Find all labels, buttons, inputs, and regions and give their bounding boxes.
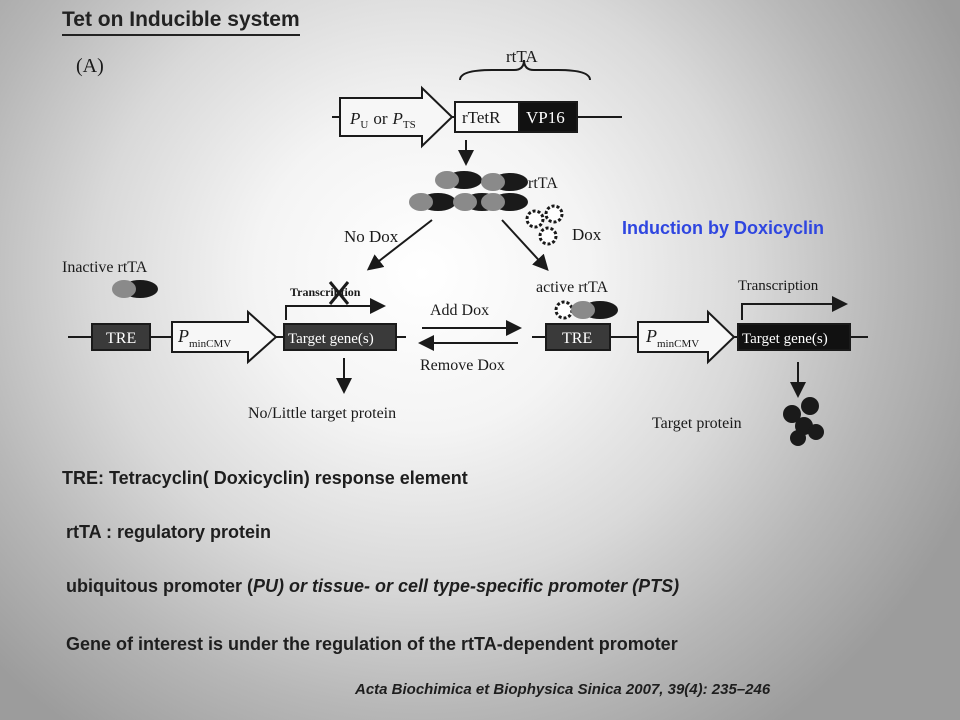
right-pmincmv-sub: minCMV: [657, 338, 699, 350]
definition-promoter: ubiquitous promoter (PU) or tissue- or c…: [66, 576, 679, 597]
right-transcription-label: Transcription: [738, 278, 819, 294]
remove-dox-label: Remove Dox: [420, 357, 505, 374]
target-protein-icon: [783, 397, 824, 446]
rtetr-label: rTetR: [462, 108, 501, 127]
left-tre-box: [91, 323, 151, 351]
induction-note: Induction by Doxicyclin: [622, 218, 825, 238]
promoter-p2-letter: P: [392, 109, 403, 128]
citation: Acta Biochimica et Biophysica Sinica 200…: [355, 681, 771, 698]
page-title: Tet on Inducible system: [62, 8, 300, 36]
dox-arrow: [501, 219, 549, 271]
definition-gene: Gene of interest is under the regulation…: [66, 634, 678, 654]
transcription-blocked-icon: [328, 281, 350, 305]
definition-promoter-pts: PTS: [638, 576, 674, 596]
left-target-label: Target gene(s): [288, 331, 374, 347]
vp16-box: [518, 101, 578, 133]
promoter-or-text: or: [373, 109, 388, 128]
right-pmincmv-arrow: [637, 309, 736, 365]
rtta-cluster-label: rtTA: [528, 175, 558, 192]
left-target-box: [283, 323, 397, 351]
active-rtta-label: active rtTA: [536, 279, 608, 296]
inactive-rtta-label: Inactive rtTA: [62, 259, 148, 276]
promoter-ts-sub: TS: [403, 119, 416, 131]
right-target-label: Target gene(s): [742, 331, 828, 347]
target-protein-label: Target protein: [652, 415, 742, 432]
right-pmincmv-label: PminCMV: [645, 326, 699, 350]
left-pmincmv-arrow: [171, 309, 278, 365]
definition-promoter-prefix: ubiquitous promoter (: [66, 576, 253, 596]
definition-rtta: rtTA : regulatory protein: [66, 522, 272, 542]
promoter-u-sub: U: [360, 119, 368, 131]
definition-promoter-middle: ) or tissue- or cell type-specific promo…: [278, 576, 639, 596]
definition-promoter-pu: PU: [252, 576, 278, 596]
left-transcription-arrow: [285, 298, 386, 320]
add-dox-label: Add Dox: [430, 302, 489, 319]
promoter-pu-arrow: [339, 85, 454, 149]
right-tre-box: [545, 323, 611, 351]
rtta-brace: [459, 59, 591, 81]
right-pmincmv-p: P: [645, 326, 657, 346]
definition-tre: TRE: Tetracyclin( Doxicyclin) response e…: [62, 468, 468, 488]
no-dox-arrow: [366, 219, 433, 271]
rtta-brace-label: rtTA: [506, 47, 538, 66]
left-transcription-label: Transcription: [290, 285, 361, 299]
panel-label: (A): [76, 55, 104, 77]
no-little-protein-label: No/Little target protein: [248, 405, 396, 422]
left-pmincmv-sub: minCMV: [189, 338, 231, 350]
right-transcription-arrow: [741, 296, 848, 320]
left-tre-label: TRE: [106, 330, 136, 347]
left-pmincmv-p: P: [177, 326, 189, 346]
vp16-label: VP16: [526, 108, 565, 127]
rtta-protein-cluster: [409, 171, 528, 211]
no-dox-label: No Dox: [344, 227, 399, 246]
right-tre-label: TRE: [562, 330, 592, 347]
promoter-p-letter: P: [349, 109, 360, 128]
inactive-rtta-icon: [112, 280, 158, 298]
dox-molecules: [525, 204, 564, 246]
active-rtta-icon: [554, 300, 618, 320]
right-target-box: [737, 323, 851, 351]
left-pmincmv-label: PminCMV: [177, 326, 231, 350]
dox-label: Dox: [572, 225, 602, 244]
definition-promoter-suffix: ): [673, 576, 680, 596]
